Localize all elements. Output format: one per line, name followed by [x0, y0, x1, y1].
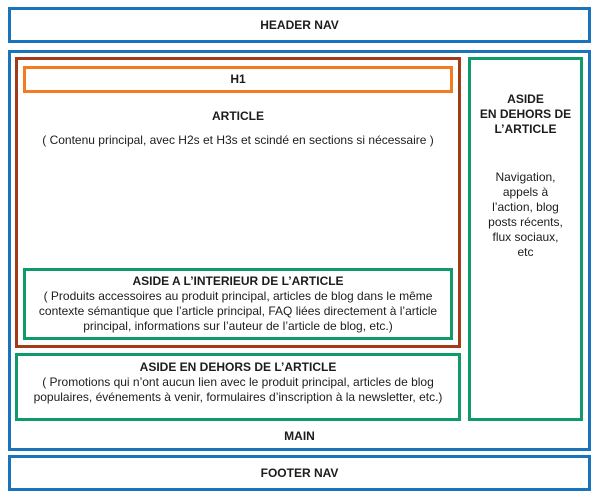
article-box: H1 ARTICLE ( Contenu principal, avec H2s…: [15, 57, 461, 348]
header-nav-box: HEADER NAV: [8, 7, 591, 43]
aside-outside-article-below-box: ASIDE EN DEHORS DE L’ARTICLE ( Promotion…: [15, 353, 461, 421]
aside-outside-article-right-box: ASIDE EN DEHORS DE L’ARTICLE Navigation,…: [468, 57, 583, 421]
aside-outside-article-right-description: Navigation, appels à l’action, blog post…: [488, 170, 563, 259]
header-nav-label: HEADER NAV: [260, 17, 339, 32]
aside-outside-article-right-title: ASIDE EN DEHORS DE L’ARTICLE: [479, 92, 572, 136]
footer-nav-label: FOOTER NAV: [260, 465, 339, 480]
h1-label: H1: [230, 72, 246, 86]
aside-inside-article-title: ASIDE A L’INTERIEUR DE L’ARTICLE: [132, 274, 344, 288]
article-description: ( Contenu principal, avec H2s et H3s et …: [42, 133, 434, 147]
aside-inside-article-box: ASIDE A L’INTERIEUR DE L’ARTICLE ( Produ…: [23, 268, 453, 340]
article-title: ARTICLE: [212, 109, 264, 123]
aside-inside-article-description: ( Produits accessoires au produit princi…: [38, 289, 438, 333]
aside-outside-article-below-description: ( Promotions qui n’ont aucun lien avec l…: [33, 375, 443, 404]
footer-nav-box: FOOTER NAV: [8, 455, 591, 491]
main-label: MAIN: [284, 429, 315, 443]
h1-box: H1: [23, 66, 453, 93]
aside-outside-article-below-title: ASIDE EN DEHORS DE L’ARTICLE: [139, 360, 337, 374]
